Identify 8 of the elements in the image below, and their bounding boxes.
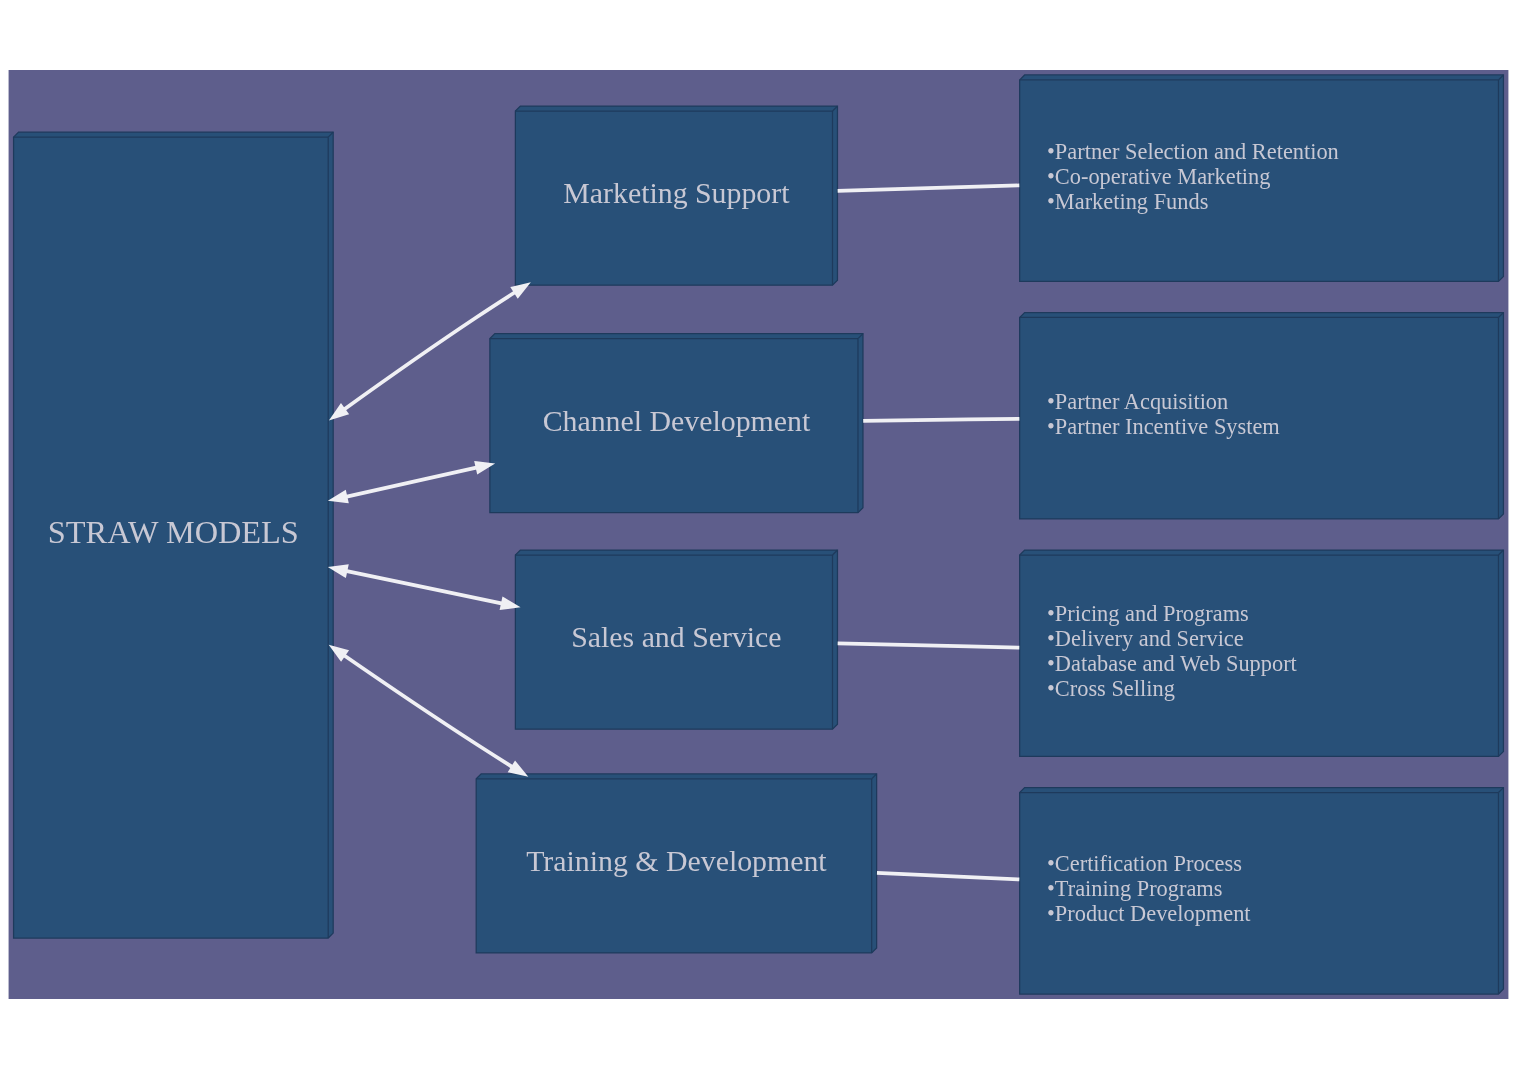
- arrow: [328, 281, 531, 420]
- connector: [876, 870, 1020, 881]
- connector: [837, 640, 1020, 649]
- arrow: [327, 563, 521, 610]
- arrow: [328, 644, 529, 777]
- arrow: [327, 460, 496, 503]
- connector: [863, 416, 1020, 423]
- connector: [837, 183, 1020, 193]
